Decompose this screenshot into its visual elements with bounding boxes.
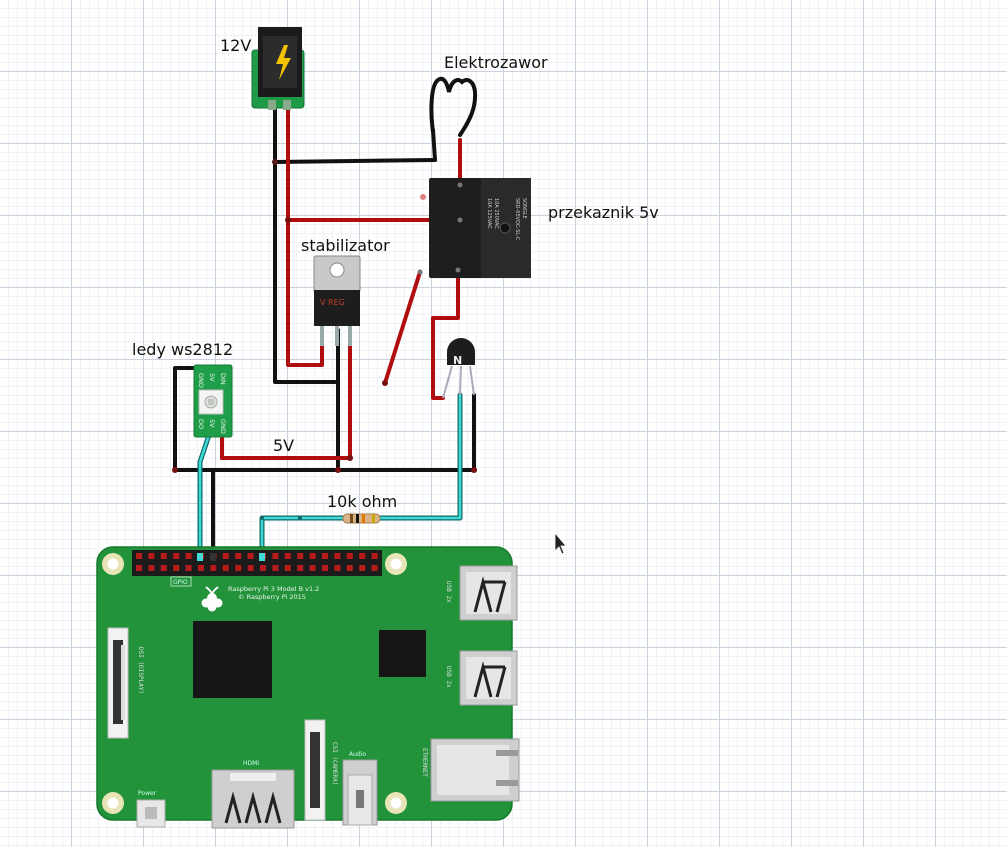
- gpio-pin[interactable]: [346, 565, 353, 571]
- led-pin-top-0: GND: [197, 373, 205, 388]
- label-valve: Elektrozawor: [444, 53, 548, 72]
- csi-connector[interactable]: [304, 719, 326, 821]
- usb-port-1[interactable]: [459, 565, 518, 621]
- raspberry-pi-board[interactable]: GPIO Raspberry Pi 3 Model B v1.2 © Raspb…: [96, 546, 520, 829]
- gpio-pin[interactable]: [297, 553, 304, 559]
- gpio-pin[interactable]: [334, 565, 341, 571]
- power-label: Power: [138, 790, 157, 797]
- voltage-regulator[interactable]: V REG: [313, 255, 361, 346]
- pi-copyright: © Raspberry Pi 2015: [238, 593, 306, 601]
- pi-title: Raspberry Pi 3 Model B v1.2: [228, 585, 319, 593]
- led-pin-top-2: DIN: [219, 373, 227, 385]
- gpio-header[interactable]: [132, 550, 382, 576]
- relay-text-2: 10A 250VAC: [493, 198, 499, 229]
- led-pin-bottom-1: 5V: [208, 419, 216, 428]
- gpio-pin[interactable]: [346, 553, 353, 559]
- label-leds: ledy ws2812: [132, 340, 233, 359]
- raspberry-logo-icon: [201, 586, 223, 612]
- relay-text-3: 10A 125VAC: [486, 198, 492, 229]
- gpio-pin[interactable]: [260, 565, 266, 571]
- gpio-pin[interactable]: [371, 553, 378, 559]
- resistor[interactable]: [342, 513, 381, 524]
- gpio-pin[interactable]: [359, 553, 366, 559]
- gpio-pin[interactable]: [309, 553, 316, 559]
- header-wire-ends: [197, 553, 265, 561]
- ethernet-port[interactable]: [430, 738, 520, 802]
- mounting-holes: [102, 553, 407, 814]
- gpio-pin[interactable]: [136, 553, 142, 559]
- gpio-pin[interactable]: [272, 565, 279, 571]
- label-5v-rail: 5V: [273, 436, 294, 455]
- label-resistor: 10k ohm: [327, 492, 397, 511]
- usb-port-2[interactable]: [459, 650, 518, 706]
- ground-wires[interactable]: [173, 108, 477, 560]
- ws2812-led-board[interactable]: GND 5V DIN DO 5V GND: [193, 364, 233, 438]
- gpio-pin[interactable]: [371, 565, 378, 571]
- gpio-pin[interactable]: [160, 565, 167, 571]
- dc-power-jack[interactable]: [251, 27, 305, 110]
- gpio-pin[interactable]: [359, 565, 366, 571]
- ethernet-label: ETHERNET: [421, 748, 428, 777]
- gpio-pin[interactable]: [148, 565, 155, 571]
- usb2-label: USB 2x: [445, 666, 452, 688]
- soc-chip: [193, 621, 272, 698]
- gpio-pin[interactable]: [322, 565, 328, 571]
- junctions: [172, 159, 477, 520]
- gpio-pin[interactable]: [297, 565, 304, 571]
- gpio-pin[interactable]: [222, 565, 229, 571]
- gpio-pin[interactable]: [198, 565, 204, 571]
- signal-wires[interactable]: [197, 392, 463, 561]
- gpio-pin[interactable]: [247, 565, 254, 571]
- gpio-pin[interactable]: [185, 553, 192, 559]
- gpio-pin[interactable]: [173, 565, 180, 571]
- dsi-label: DSI (DISPLAY): [137, 647, 144, 694]
- led-pin-bottom-2: GND: [219, 419, 227, 434]
- dsi-connector[interactable]: [107, 627, 129, 739]
- gpio-pin[interactable]: [334, 553, 341, 559]
- gpio-pin[interactable]: [136, 565, 142, 571]
- gpio-pin[interactable]: [235, 553, 242, 559]
- solenoid-valve[interactable]: [429, 76, 478, 137]
- led-pin-top-1: 5V: [208, 373, 216, 382]
- relay-text-0: SONGLE: [521, 198, 527, 219]
- transistor-mark: N: [453, 354, 462, 367]
- gpio-pin[interactable]: [284, 565, 291, 571]
- gpio-pin[interactable]: [210, 565, 217, 571]
- label-12v: 12V: [220, 36, 251, 55]
- gpio-pin[interactable]: [247, 553, 254, 559]
- audio-jack[interactable]: [342, 759, 378, 826]
- gpio-pin[interactable]: [322, 553, 328, 559]
- power-wires[interactable]: [220, 108, 462, 460]
- gpio-label: GPIO: [173, 579, 188, 586]
- wires: [172, 108, 477, 561]
- regulator-mark: V REG: [320, 298, 345, 307]
- hdmi-label: HDMI: [243, 760, 259, 767]
- gpio-pin[interactable]: [222, 553, 229, 559]
- audio-label: Audio: [349, 751, 366, 758]
- label-relay: przekaznik 5v: [548, 203, 659, 222]
- micro-usb-power-port[interactable]: [136, 799, 166, 828]
- lightning-icon: [276, 45, 291, 80]
- gpio-pin[interactable]: [235, 565, 242, 571]
- hdmi-port[interactable]: [211, 769, 295, 829]
- usb1-label: USB 2x: [445, 581, 452, 603]
- gpio-pin[interactable]: [185, 565, 192, 571]
- npn-transistor[interactable]: N: [442, 338, 475, 399]
- gpio-pins: [136, 553, 378, 571]
- gpio-pin[interactable]: [173, 553, 180, 559]
- label-regulator: stabilizator: [301, 236, 390, 255]
- csi-label: CSI (CAMERA): [331, 742, 338, 785]
- gpio-pin[interactable]: [148, 553, 155, 559]
- gpio-pin[interactable]: [160, 553, 167, 559]
- led-pin-bottom-0: DO: [197, 419, 205, 429]
- usb-controller-chip: [379, 630, 426, 677]
- relay-module[interactable]: SONGLE SRD-05VDC-SL-C 10A 250VAC 10A 125…: [417, 178, 532, 278]
- mouse-cursor-icon: [554, 531, 567, 555]
- gpio-pin[interactable]: [284, 553, 291, 559]
- gpio-pin[interactable]: [309, 565, 316, 571]
- relay-text-1: SRD-05VDC-SL-C: [514, 198, 520, 241]
- gpio-pin[interactable]: [272, 553, 279, 559]
